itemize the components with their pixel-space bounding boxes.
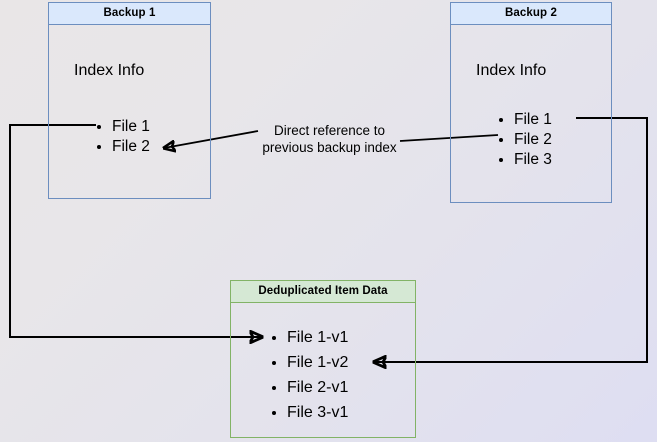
node-deduplicated-item-data[interactable]: Deduplicated Item Data File 1-v1 File 1-… bbox=[230, 280, 416, 438]
dedup-file-list: File 1-v1 File 1-v2 File 2-v1 File 3-v1 bbox=[269, 325, 348, 425]
node-backup-1-header: Backup 1 bbox=[48, 2, 211, 25]
node-backup-1[interactable]: Backup 1 Index Info File 1 File 2 bbox=[48, 2, 211, 199]
edge-label-direct-reference: Direct reference to previous backup inde… bbox=[247, 122, 412, 156]
node-backup-2-header: Backup 2 bbox=[450, 2, 612, 25]
list-item: File 2-v1 bbox=[287, 375, 348, 400]
edge-label-line-2: previous backup index bbox=[262, 140, 397, 155]
node-backup-1-body: Index Info File 1 File 2 bbox=[48, 25, 211, 199]
list-item: File 3 bbox=[514, 150, 552, 170]
node-dedup-body: File 1-v1 File 1-v2 File 2-v1 File 3-v1 bbox=[230, 303, 416, 438]
backup-2-index-info-label: Index Info bbox=[476, 62, 547, 79]
edge-label-line-1: Direct reference to bbox=[273, 123, 386, 138]
node-dedup-header: Deduplicated Item Data bbox=[230, 280, 416, 303]
node-backup-2-body: Index Info File 1 File 2 File 3 bbox=[450, 25, 612, 203]
node-backup-2[interactable]: Backup 2 Index Info File 1 File 2 File 3 bbox=[450, 2, 612, 203]
list-item: File 1 bbox=[514, 110, 552, 130]
list-item: File 3-v1 bbox=[287, 400, 348, 425]
backup-1-index-info-label: Index Info bbox=[74, 62, 145, 79]
list-item: File 1 bbox=[112, 117, 150, 137]
list-item: File 2 bbox=[514, 130, 552, 150]
list-item: File 1-v2 bbox=[287, 350, 348, 375]
list-item: File 2 bbox=[112, 137, 150, 157]
backup-2-file-list: File 1 File 2 File 3 bbox=[496, 110, 552, 170]
list-item: File 1-v1 bbox=[287, 325, 348, 350]
backup-1-file-list: File 1 File 2 bbox=[94, 117, 150, 157]
